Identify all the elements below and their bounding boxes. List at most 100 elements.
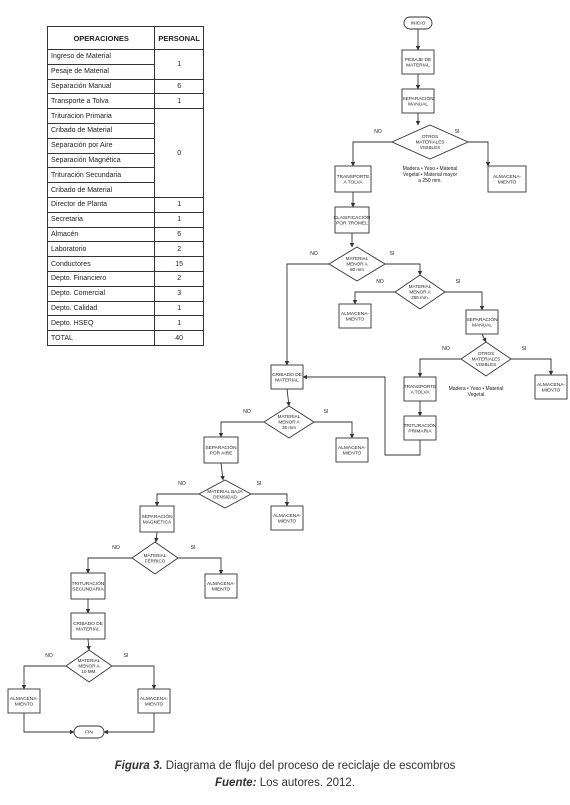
node-label: CLASIFICACIÓN: [334, 214, 371, 221]
figure-label: Figura 3.: [114, 760, 163, 772]
node-label: MATERIAL BAJA: [207, 489, 243, 494]
branch-label-no: NO: [310, 251, 318, 257]
operations-personnel-table: OPERACIONES PERSONAL Ingreso de Material…: [46, 26, 204, 346]
node-shape: [139, 505, 175, 533]
node-shape: [338, 303, 372, 329]
figure-title: Figura 3. Diagrama de flujo del proceso …: [0, 758, 570, 775]
flow-connector: [251, 493, 290, 507]
node-shape: [335, 437, 369, 463]
node-almacen-8: ALMACENA-MIENTO: [137, 688, 171, 714]
node-shape: [328, 246, 386, 282]
node-shape: [263, 405, 315, 439]
personnel-header: PERSONAL: [154, 26, 204, 50]
node-label: VISIBLES: [420, 145, 440, 150]
flow-connector: [511, 358, 554, 376]
flow-connector: [302, 374, 421, 456]
node-label: MATERIAL: [78, 658, 101, 663]
source-label: Fuente:: [215, 777, 257, 789]
flow-connector: [350, 141, 392, 167]
figure-caption: Figura 3. Diagrama de flujo del proceso …: [0, 758, 570, 792]
node-label: ALMACENA-: [10, 696, 38, 702]
node-almacen-4: ALMACENA-MIENTO: [335, 437, 369, 463]
node-label: ALMACENA-: [140, 696, 168, 702]
flow-connector: [314, 421, 355, 439]
node-label: MIENTO: [15, 702, 34, 708]
flowchart-connectors: [21, 29, 554, 735]
flow-connector: [154, 493, 199, 507]
flow-connector: [178, 557, 224, 575]
flow-connector: [103, 713, 155, 735]
node-label: TRANSPORTE: [404, 384, 437, 390]
node-label: SEPARACIÓN: [466, 316, 498, 323]
node-label: MIENTO: [498, 180, 517, 186]
branch-label-yes: SI: [324, 409, 329, 415]
branch-label-no: NO: [374, 129, 382, 135]
node-shape: [487, 165, 527, 193]
node-label: 250 mm.: [411, 295, 429, 300]
flow-connector: [85, 557, 132, 574]
node-label: MIENTO: [212, 587, 231, 593]
branch-label-yes: SI: [456, 279, 461, 285]
node-label: MATERIAL: [409, 284, 432, 289]
flow-connector: [352, 291, 395, 305]
node-label: TRITURACIÓN: [72, 580, 105, 587]
figure-source: Fuente: Los autores. 2012.: [0, 775, 570, 792]
node-label: A TOLVA: [410, 390, 430, 396]
node-label: MATERIAL: [144, 553, 167, 558]
node-shape: [270, 364, 304, 390]
node-label: MIENTO: [542, 388, 561, 394]
branch-label-yes: SI: [124, 653, 129, 659]
flow-connector: [220, 462, 225, 481]
node-shape: [270, 505, 304, 531]
node-label: a 250 mm.: [418, 178, 442, 184]
node-shape: [401, 88, 435, 114]
node-label: FIN: [85, 730, 93, 736]
node-label: TRANSPORTE: [337, 174, 370, 180]
branch-label-no: NO: [178, 481, 186, 487]
node-label: MATERIAL: [346, 256, 369, 261]
node-inicio: INICIO: [403, 16, 433, 30]
node-label: SEPARACIÓN: [205, 444, 237, 451]
node-label: MIENTO: [278, 519, 297, 525]
node-shape: [204, 573, 238, 599]
node-shape: [137, 688, 171, 714]
operation-cell: TOTAL: [46, 330, 156, 346]
branch-label-no: NO: [442, 346, 450, 352]
branch-label-yes: SI: [390, 251, 395, 257]
node-shape: [534, 374, 568, 400]
node-label: ALMACENA-: [207, 581, 235, 587]
node-label: 10 MM.: [81, 669, 96, 674]
flow-connector: [417, 358, 461, 378]
node-label: SEPARACIÓN: [141, 513, 173, 520]
node-label: ALMACENA-: [341, 311, 369, 317]
node-label: OTROS: [422, 134, 438, 139]
node-label: Vegetal: [468, 392, 485, 398]
node-label: MATERIAL: [76, 627, 100, 633]
node-shape: [334, 206, 370, 234]
node-label: VISIBLES: [476, 362, 496, 367]
flow-connector: [445, 291, 485, 311]
node-shape: [465, 309, 499, 335]
node-shape: [198, 479, 252, 509]
